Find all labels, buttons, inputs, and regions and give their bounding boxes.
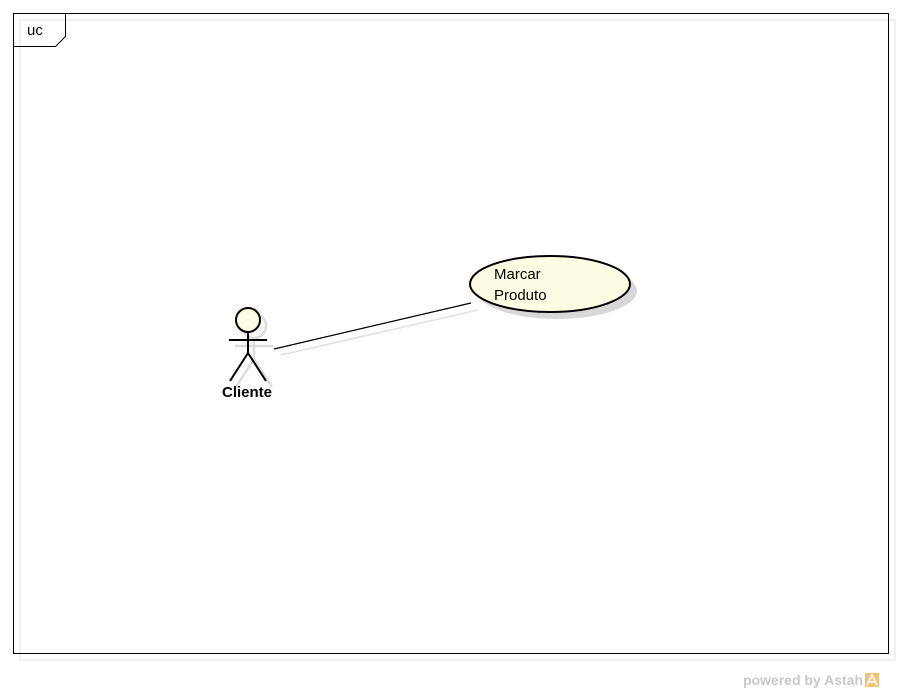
use-case-label-line2: Produto xyxy=(494,287,547,304)
frame-label: uc xyxy=(27,22,43,39)
frame-name-tab xyxy=(13,13,66,47)
association-line[interactable] xyxy=(273,302,472,350)
use-case-ellipse[interactable] xyxy=(469,255,631,313)
astah-logo-icon xyxy=(865,673,879,687)
actor-figure[interactable] xyxy=(229,307,267,382)
actor-label: Cliente xyxy=(222,384,273,401)
actor-left-leg xyxy=(229,352,249,382)
watermark-text: powered by Astah xyxy=(742,672,863,688)
watermark: powered by Astah xyxy=(743,672,879,688)
diagram-frame xyxy=(13,13,889,654)
association-shadow xyxy=(280,309,479,356)
actor-right-leg xyxy=(247,352,267,382)
actor-head xyxy=(235,307,261,333)
use-case-label-line1: Marcar xyxy=(494,266,541,283)
frame-shadow xyxy=(19,19,896,661)
